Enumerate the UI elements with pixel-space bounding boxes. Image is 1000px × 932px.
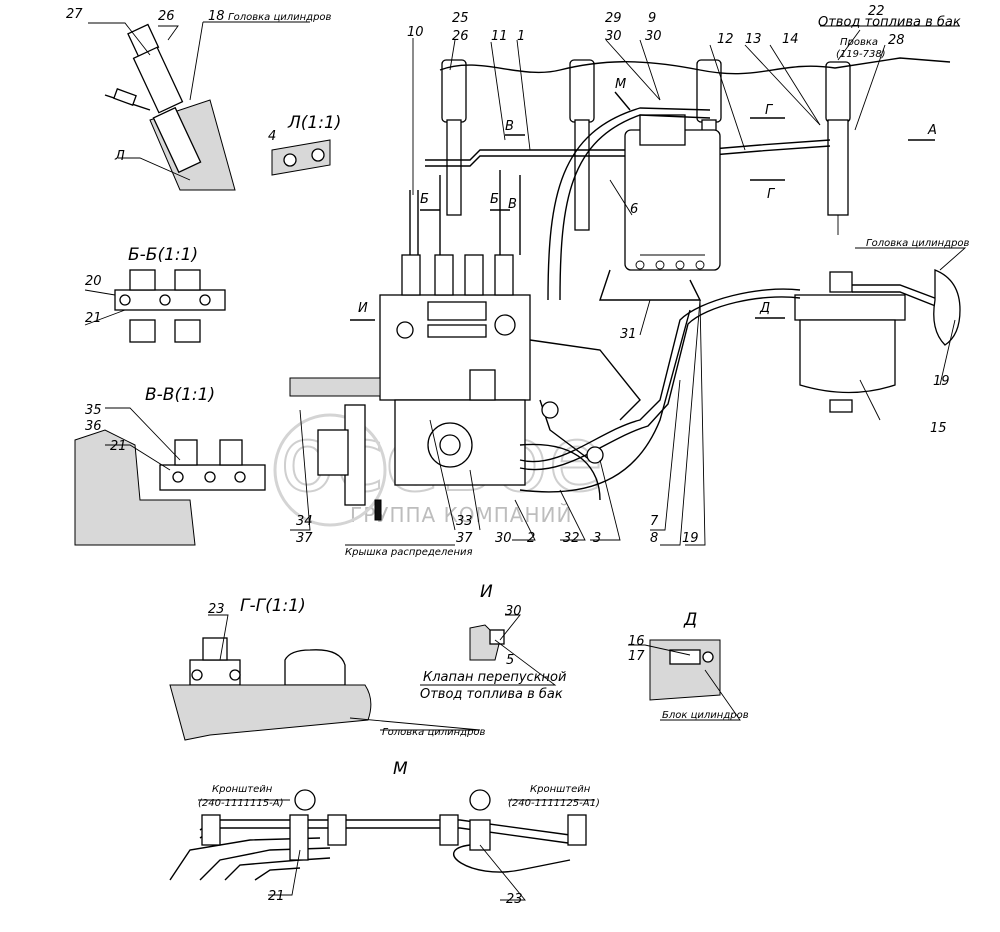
- title-view-BB: Б-Б(1:1): [128, 245, 198, 265]
- marker-B2: Б: [490, 192, 499, 207]
- callout-15: 15: [930, 421, 947, 436]
- callout-23b: 23: [506, 892, 523, 907]
- callout-31: 31: [620, 327, 637, 342]
- title-view-GG: Г-Г(1:1): [240, 596, 306, 616]
- view-I: [469, 624, 505, 661]
- callout-3: 3: [593, 531, 601, 546]
- view-BB: [114, 269, 226, 343]
- callout-34: 34: [296, 514, 313, 529]
- callout-17: 17: [628, 649, 645, 664]
- text-labels: Головка цилиндров Отвод топлива в бак Пр…: [198, 12, 970, 809]
- callout-4: 4: [268, 129, 276, 144]
- marker-V1: В: [505, 119, 514, 134]
- label-wire: Провка: [840, 37, 878, 48]
- callout-1: 1: [517, 29, 525, 44]
- label-fuel-return-bottom: Отвод топлива в бак: [420, 687, 563, 702]
- title-view-M: М: [393, 759, 408, 779]
- view-VV: [74, 429, 266, 546]
- view-L-detail: [271, 139, 331, 176]
- pump-fittings: [401, 254, 514, 296]
- title-view-VV: В-В(1:1): [145, 385, 215, 405]
- callout-16: 16: [628, 634, 645, 649]
- callout-2: 2: [527, 531, 535, 546]
- callout-25: 25: [452, 11, 469, 26]
- callout-23a: 23: [208, 602, 225, 617]
- label-bracket-1: Кронштейн: [212, 784, 273, 795]
- callout-30a: 30: [605, 29, 622, 44]
- section-markers: [350, 91, 935, 321]
- fuel-filter-15: [794, 271, 906, 413]
- label-fuel-return-top: Отвод топлива в бак: [818, 15, 961, 30]
- callout-18: 18: [208, 9, 225, 24]
- callout-11: 11: [491, 29, 508, 44]
- label-cover: Крышка распределения: [345, 547, 473, 558]
- label-bracket-2: Кронштейн: [530, 784, 591, 795]
- callout-7: 7: [650, 514, 659, 529]
- callout-33: 33: [456, 514, 473, 529]
- callout-26b: 26: [452, 29, 469, 44]
- callout-28: 28: [888, 33, 905, 48]
- title-view-I: И: [480, 582, 493, 602]
- callout-27: 27: [66, 7, 83, 22]
- fuel-filter-6: [624, 114, 721, 271]
- callout-21a: 21: [85, 311, 102, 326]
- callout-37a: 37: [296, 531, 313, 546]
- leader-lines: [84, 21, 967, 901]
- marker-M: М: [615, 77, 626, 92]
- watermark-subtitle: ГРУППА КОМПАНИЙ: [350, 503, 572, 527]
- callout-numbers: 27 26 18 4 10 25 26 11 1 29 30 9 30 12 1…: [66, 4, 950, 907]
- callout-20: 20: [85, 274, 102, 289]
- callout-26a: 26: [158, 9, 175, 24]
- label-cylinder-head-2: Головка цилиндров: [866, 238, 970, 249]
- callout-13: 13: [745, 32, 762, 47]
- callout-21c: 21: [268, 889, 285, 904]
- callout-5: 5: [506, 653, 514, 668]
- label-wire-code: (119-738): [836, 49, 886, 60]
- marker-G2: Г: [767, 187, 776, 202]
- callout-21b: 21: [110, 439, 127, 454]
- callout-19b: 19: [682, 531, 699, 546]
- callout-36: 36: [85, 419, 102, 434]
- label-cylinder-head-1: Головка цилиндров: [228, 12, 332, 23]
- label-bracket-code-2: (240-1111125-А1): [508, 798, 600, 809]
- callout-22: 22: [868, 4, 885, 19]
- callout-12: 12: [717, 32, 734, 47]
- callout-35: 35: [85, 403, 102, 418]
- callout-19a: 19: [933, 374, 950, 389]
- view-M: [169, 789, 587, 881]
- label-block: Блок цилиндров: [662, 710, 749, 721]
- callout-10: 10: [407, 25, 424, 40]
- callout-32: 32: [563, 531, 580, 546]
- marker-I: И: [358, 301, 368, 316]
- main-assembly: [289, 57, 961, 521]
- view-D: [649, 639, 721, 701]
- label-cylinder-head-3: Головка цилиндров: [382, 727, 486, 738]
- marker-B1: Б: [420, 192, 429, 207]
- marker-A: А: [927, 123, 937, 138]
- label-bypass-valve: Клапан перепускной: [423, 670, 566, 685]
- callout-30b: 30: [645, 29, 662, 44]
- view-titles: Л(1:1) Б-Б(1:1) В-В(1:1) Г-Г(1:1) И Д М …: [114, 77, 937, 779]
- callout-30c: 30: [495, 531, 512, 546]
- view-injector-head: [104, 23, 236, 191]
- marker-V2: В: [508, 197, 517, 212]
- title-view-L: Л(1:1): [287, 113, 341, 133]
- marker-G1: Г: [765, 103, 774, 118]
- callout-37b: 37: [456, 531, 473, 546]
- callout-29: 29: [605, 11, 622, 26]
- callout-30d: 30: [505, 604, 522, 619]
- title-view-D: Д: [683, 610, 697, 630]
- view-GG: [169, 637, 372, 741]
- label-bracket-code-1: (240-1111115-А): [198, 798, 283, 809]
- marker-L: Л: [114, 149, 125, 164]
- callout-8: 8: [650, 531, 658, 546]
- callout-9: 9: [648, 11, 656, 26]
- callout-6: 6: [630, 202, 638, 217]
- callout-14: 14: [782, 32, 799, 47]
- marker-D: Д: [759, 301, 770, 316]
